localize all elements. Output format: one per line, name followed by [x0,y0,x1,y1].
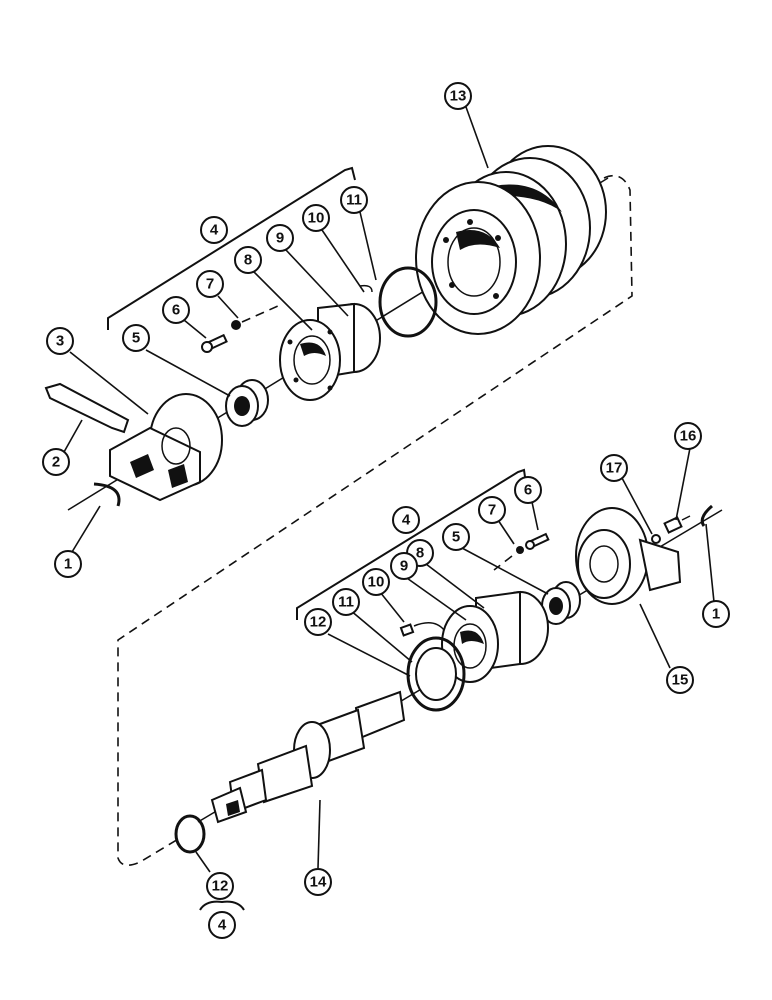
callout-16: 16 [674,422,702,450]
callout-4-upper: 4 [200,216,228,244]
callout-10-lower: 10 [362,568,390,596]
callout-10-upper-label: 10 [308,210,325,227]
callout-8-lower-label: 8 [416,545,424,562]
callout-4-upper-label: 4 [210,222,219,239]
end-collar-15 [575,507,682,605]
assembly-dashed-path [117,174,633,866]
callout-4-bottom: 4 [208,911,236,939]
callout-12-bottom: 12 [206,872,234,900]
callout-2: 2 [42,448,70,476]
callout-7-lower: 7 [478,496,506,524]
callout-2-label: 2 [52,454,60,471]
collar-8-lower [441,590,549,683]
callout-12-bottom-label: 12 [212,878,229,895]
idler-wheel-13 [415,145,607,335]
screw-6-lower [525,532,550,550]
callout-15-label: 15 [672,672,689,689]
callout-11-lower: 11 [332,588,360,616]
callout-7-upper-label: 7 [206,276,214,293]
callout-6-upper-label: 6 [172,302,180,319]
callout-14: 14 [304,868,332,896]
washer-7-lower [516,546,524,554]
callout-9-lower-label: 9 [400,558,408,575]
callout-1-right: 1 [702,600,730,628]
callout-9-upper-label: 9 [276,230,284,247]
callout-10-upper: 10 [302,204,330,232]
callout-17: 17 [600,454,628,482]
leader-lines [63,106,715,873]
snap-ring-1-right [700,504,713,527]
callout-14-label: 14 [310,874,327,891]
ball-17 [651,534,661,544]
callout-8-upper: 8 [234,246,262,274]
callout-12-lower-label: 12 [310,614,327,631]
callout-13: 13 [444,82,472,110]
callout-7-upper: 7 [196,270,224,298]
callout-1-left-label: 1 [64,556,72,573]
callout-11-upper: 11 [340,186,368,214]
washer-7-upper [231,320,241,330]
plug-16 [663,515,691,534]
washer-12-lower [415,647,457,701]
pin-10-upper [359,284,373,293]
callout-10-lower-label: 10 [368,574,385,591]
collar-8-upper [279,302,381,401]
callout-5-lower: 5 [442,523,470,551]
callout-4-lower-label: 4 [402,512,411,529]
o-ring-12-bottom [174,814,206,854]
callout-1-right-label: 1 [712,606,720,623]
callout-7-lower-label: 7 [488,502,496,519]
callout-4-bottom-label: 4 [218,917,227,934]
screw-path-upper [241,305,279,323]
callout-11-lower-label: 11 [338,594,354,611]
callout-17-label: 17 [606,460,623,477]
callout-12-lower: 12 [304,608,332,636]
callout-9-lower: 9 [390,552,418,580]
callout-5-lower-label: 5 [452,529,460,546]
strap-2 [44,382,130,434]
callout-3: 3 [46,327,74,355]
screw-path-lower [493,555,513,571]
callout-16-label: 16 [680,428,697,445]
snap-ring-1-left [93,482,121,507]
callout-13-label: 13 [450,88,467,105]
seal-5-lower [541,581,581,625]
screw-6-upper [201,333,228,353]
pin-path-lower [413,622,445,631]
callout-5-upper-label: 5 [132,330,140,347]
callout-6-lower-label: 6 [524,482,532,499]
shaft-14 [210,690,406,824]
callout-5-upper: 5 [122,324,150,352]
group-bracket-bottom [199,900,245,911]
callout-9-upper: 9 [266,224,294,252]
callout-3-label: 3 [56,333,64,350]
callout-1-left: 1 [54,550,82,578]
o-ring-11-upper [378,266,438,338]
o-ring-11-lower [406,636,466,712]
callout-4-lower: 4 [392,506,420,534]
pin-10-lower [399,623,415,637]
group-bracket-upper [107,166,356,330]
group-bracket-lower [296,468,527,620]
callout-11-upper-label: 11 [346,192,362,209]
callout-6-lower: 6 [514,476,542,504]
callout-15: 15 [666,666,694,694]
end-collar-3 [109,393,223,502]
seal-5-upper [225,379,269,427]
callout-8-upper-label: 8 [244,252,252,269]
callout-6-upper: 6 [162,296,190,324]
